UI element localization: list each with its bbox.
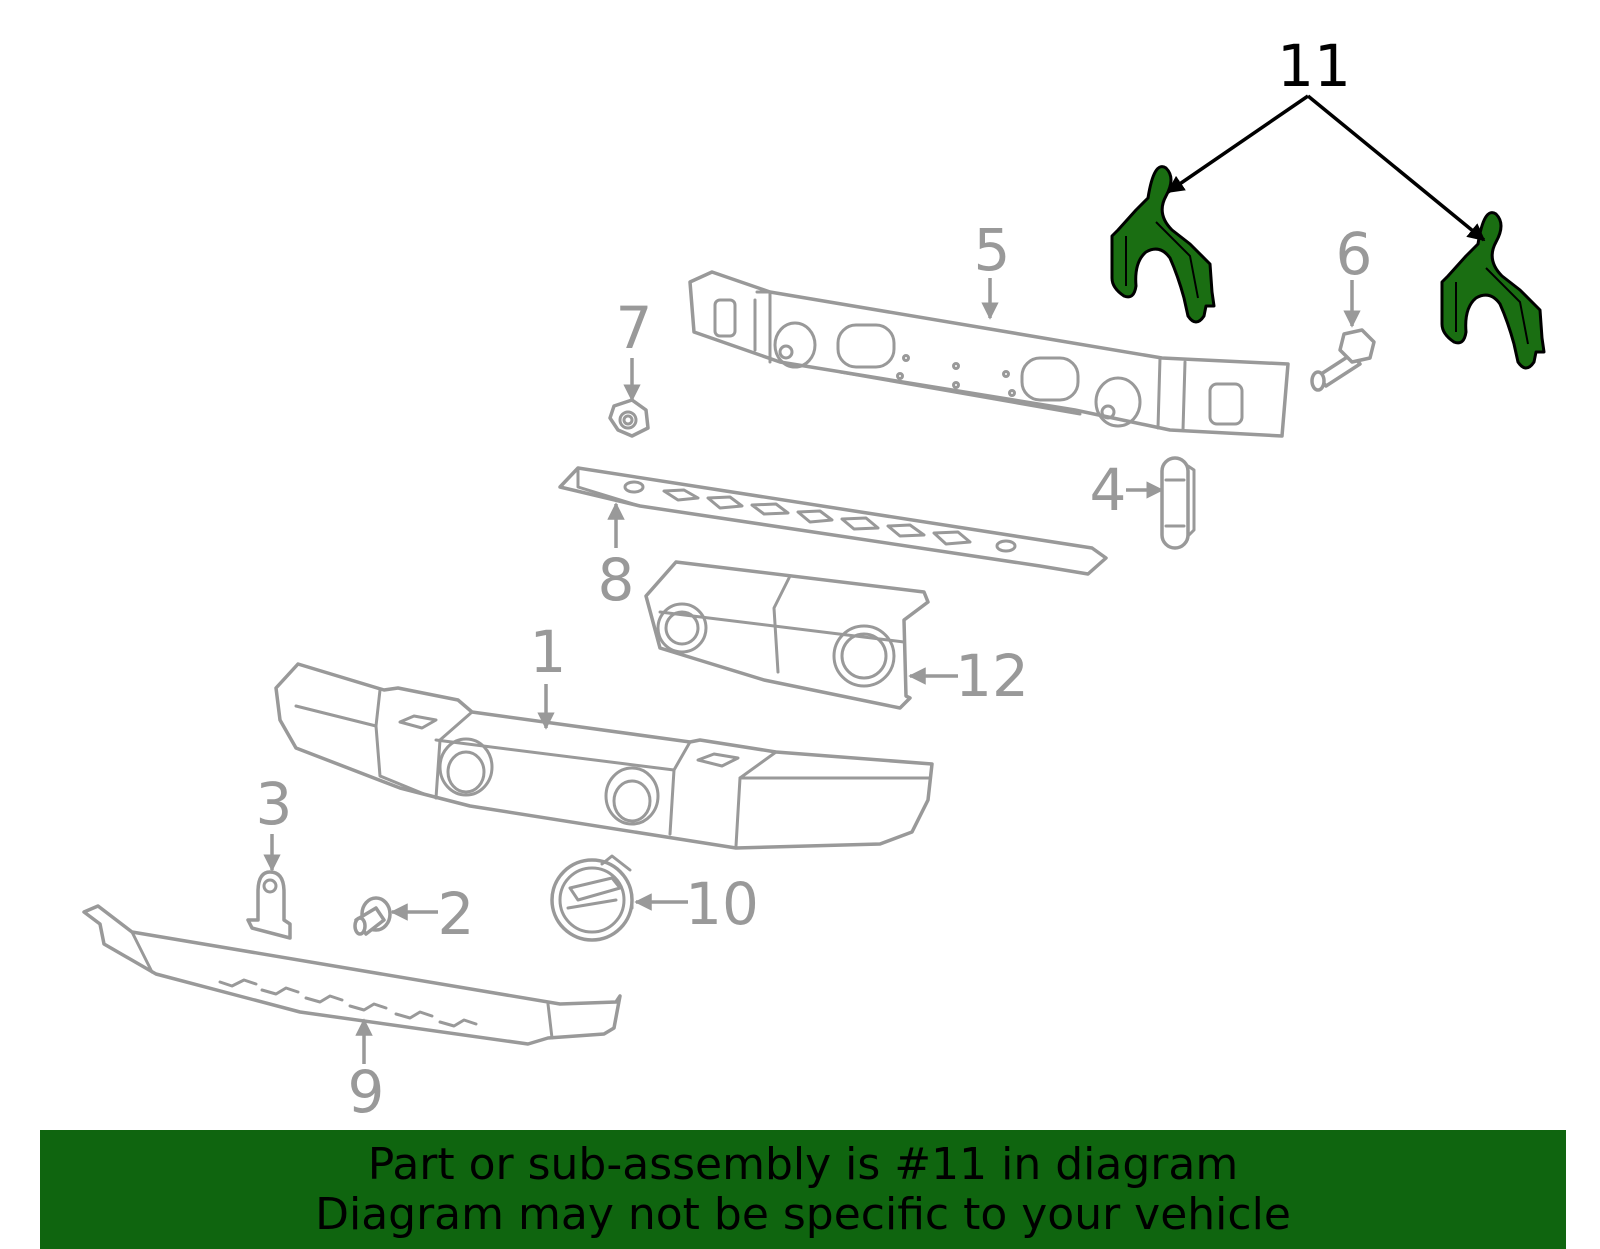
callout-3: 3 bbox=[256, 770, 293, 838]
part-11-bracket-right[interactable] bbox=[1440, 211, 1546, 370]
part-5-reinforcement-beam[interactable] bbox=[688, 270, 1290, 438]
callout-1: 1 bbox=[530, 618, 567, 686]
callout-9: 9 bbox=[348, 1058, 385, 1126]
part-12-foam-absorber[interactable] bbox=[644, 560, 930, 710]
callout-12: 12 bbox=[955, 642, 1029, 710]
callout-5: 5 bbox=[974, 216, 1011, 284]
banner-line-2: Diagram may not be specific to your vehi… bbox=[315, 1188, 1291, 1240]
part-1-bumper-cover[interactable] bbox=[274, 662, 934, 850]
callout-7: 7 bbox=[616, 294, 653, 362]
part-2-push-pin[interactable] bbox=[353, 896, 392, 936]
part-4-bracket[interactable] bbox=[1160, 456, 1196, 550]
leader-lines bbox=[263, 94, 1486, 1064]
callout-10: 10 bbox=[685, 870, 759, 938]
parts-diagram: 11 5 6 7 4 8 12 1 3 2 10 9 bbox=[82, 32, 1546, 1126]
info-banner: Part or sub-assembly is #11 in diagram D… bbox=[40, 1130, 1566, 1249]
callout-6: 6 bbox=[1336, 220, 1373, 288]
callout-4: 4 bbox=[1090, 456, 1127, 524]
part-6-bolt[interactable] bbox=[1310, 328, 1376, 392]
part-10-cap[interactable] bbox=[550, 854, 634, 942]
callout-11: 11 bbox=[1277, 32, 1351, 100]
part-7-nut[interactable] bbox=[608, 398, 650, 438]
part-3-bracket[interactable] bbox=[246, 870, 292, 940]
part-9-lower-valance[interactable] bbox=[82, 904, 622, 1046]
banner-line-1: Part or sub-assembly is #11 in diagram bbox=[367, 1138, 1239, 1190]
part-11-bracket-left[interactable] bbox=[1110, 165, 1216, 324]
callout-2: 2 bbox=[438, 880, 475, 948]
callout-8: 8 bbox=[598, 546, 635, 614]
part-8-absorber-strip[interactable] bbox=[558, 466, 1108, 576]
